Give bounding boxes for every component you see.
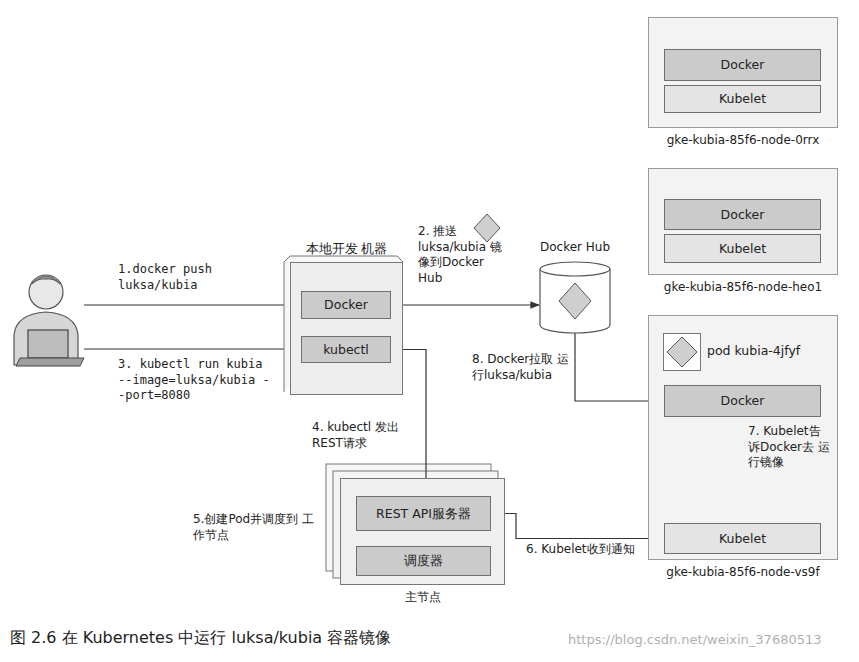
kubectl-box: kubectl — [301, 336, 391, 363]
push-arrow — [84, 304, 298, 305]
step-label: 3. kubectl run kubia --image=luksa/kubia… — [118, 357, 276, 404]
api-server-box: REST API服务器 — [356, 496, 491, 531]
watermark: https://blog.csdn.net/weixin_37680513 — [568, 632, 822, 649]
step-label: 6. Kubelet收到通知 — [526, 542, 651, 558]
node-label: Kubelet — [719, 241, 766, 257]
flow-arrow — [391, 304, 539, 305]
figure-caption: 图 2.6 在 Kubernetes 中运行 luksa/kubia 容器镜像 — [10, 628, 391, 649]
step-label: 4. kubectl 发出 REST请求 — [312, 420, 418, 451]
node-label: pod kubia-4jfyf — [707, 343, 800, 359]
run-arrow — [84, 348, 298, 349]
user-figure — [14, 275, 84, 366]
step-label: 7. Kubelet告 诉Docker去 运行镜像 — [748, 424, 832, 471]
node-label: Kubelet — [719, 91, 766, 107]
node-label: gke-kubia-85f6-node-vs9f — [639, 565, 847, 580]
hub-cylinder — [539, 261, 611, 335]
worker-node: gke-kubia-85f6-node-heo1DockerKubelet — [648, 168, 838, 275]
node-label: Docker Hub — [520, 240, 630, 255]
kubelet-box: Kubelet — [664, 523, 821, 554]
docker-box: Docker — [664, 385, 821, 417]
docker-hub: Docker Hub — [530, 240, 620, 335]
docker-box: Docker — [664, 49, 821, 81]
kubelet-box: Kubelet — [664, 85, 821, 113]
node-label: Docker — [324, 297, 368, 313]
node-label: Kubelet — [719, 531, 766, 547]
docker-box: Docker — [664, 199, 821, 230]
node-label: 调度器 — [404, 553, 443, 569]
step-label: 8. Docker拉取 运行luksa/kubia — [472, 352, 570, 383]
node-label: gke-kubia-85f6-node-0rrx — [639, 133, 847, 148]
dev-machine: 本地开发 机器Dockerkubectl — [290, 262, 403, 395]
scheduler-box: 调度器 — [356, 546, 491, 576]
node-label: Docker — [721, 57, 765, 73]
node-label: REST API服务器 — [376, 506, 471, 522]
step-label: 2. 推送 luksa/kubia 镜像到Docker Hub — [418, 224, 508, 286]
image-diamond — [474, 214, 500, 242]
step-label: 5.创建Pod并调度到 工作节点 — [193, 512, 317, 543]
docker-box: Docker — [301, 291, 391, 319]
flow-arrow — [491, 514, 664, 539]
node-label: Docker — [721, 393, 765, 409]
node-label: 本地开发 机器 — [291, 241, 402, 257]
pod-diamond — [663, 333, 701, 371]
step-label: 1.docker push luksa/kubia — [118, 262, 228, 293]
pod: pod kubia-4jfyf — [661, 332, 821, 372]
node-label: 主节点 — [331, 590, 514, 605]
node-label: gke-kubia-85f6-node-heo1 — [639, 280, 847, 295]
master-node: 主节点REST API服务器调度器 — [340, 478, 505, 585]
worker-node: gke-kubia-85f6-node-0rrxDockerKubelet — [648, 17, 838, 128]
node-label: kubectl — [323, 342, 369, 358]
node-label: Docker — [721, 207, 765, 223]
kubelet-box: Kubelet — [664, 234, 821, 263]
